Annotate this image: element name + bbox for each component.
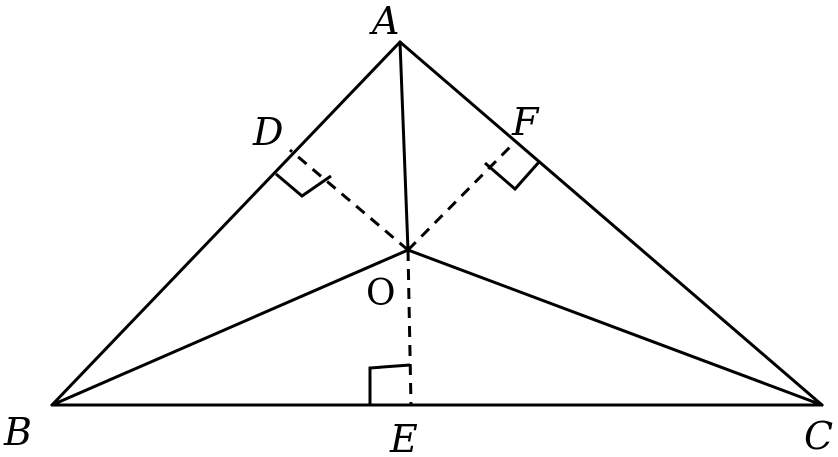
segment-bo xyxy=(50,248,410,407)
segment-oe xyxy=(406,249,413,406)
label-o: O xyxy=(366,273,396,314)
segment-co xyxy=(406,248,824,407)
right-angle-mark-d xyxy=(275,172,332,198)
segment-ao xyxy=(398,40,410,252)
label-f: F xyxy=(511,100,540,144)
side-ab xyxy=(50,40,402,407)
label-e: E xyxy=(389,417,418,457)
label-b: B xyxy=(3,410,32,454)
label-c: C xyxy=(804,414,833,457)
segment-of xyxy=(406,143,514,252)
right-angle-mark-e xyxy=(368,363,411,405)
side-ac xyxy=(398,40,824,407)
label-d: D xyxy=(252,110,283,154)
label-a: A xyxy=(369,0,399,43)
segment-od xyxy=(289,148,409,252)
right-angle-mark-f xyxy=(484,161,541,192)
